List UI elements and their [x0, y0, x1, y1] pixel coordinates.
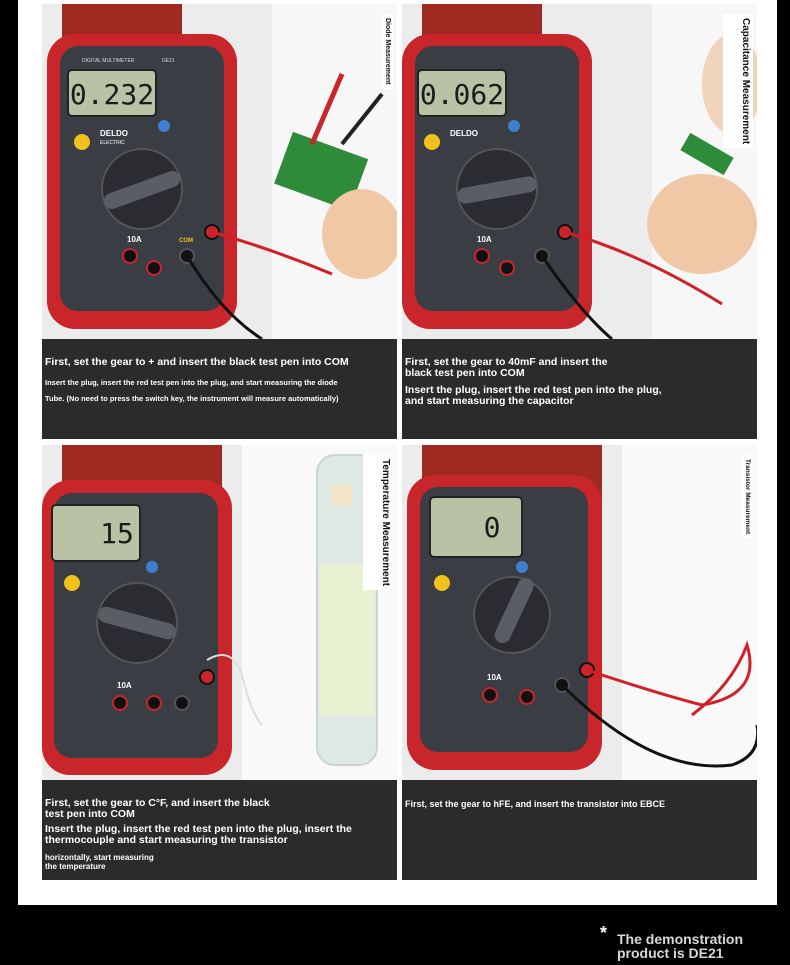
caption-note: Tube. (No need to press the switch key, … [45, 394, 339, 403]
panel-capacitance: 0.062 DELDO 10A Capacitance Measurement [402, 4, 757, 439]
meter-brand: DELDO [100, 129, 128, 138]
jack-10a-label: 10A [117, 681, 132, 690]
jack-10a [474, 248, 490, 264]
diode-photo: 0.232 DIGITAL MULTIMETER DE21 DELDO ELEC… [42, 4, 397, 339]
caption-head: First, set the gear to C°F, and insert t… [45, 797, 270, 820]
meter-brand: DELDO [450, 129, 478, 138]
footnote-text: The demonstration product is DE21 [617, 931, 744, 961]
dial-knob [457, 176, 537, 204]
caption-body: Insert the plug, insert the red test pen… [45, 378, 338, 387]
circuit-board [274, 131, 369, 211]
black-probe [340, 92, 384, 146]
black-probe-lead [185, 255, 263, 339]
panel-temperature: 15 10A Temperature Measurement First, se… [42, 445, 397, 880]
jack-10a-label: 10A [127, 235, 142, 244]
caption-temperature: First, set the gear to C°F, and insert t… [42, 780, 397, 880]
jack-10a-label: 10A [477, 235, 492, 244]
lcd-screen [67, 69, 157, 117]
bottle-cap [332, 485, 352, 505]
multimeter-illustration: 0.062 DELDO 10A [402, 4, 757, 339]
function-button [508, 120, 520, 132]
hold-button [64, 575, 80, 591]
panel-label-capacitance: Capacitance Measurement [723, 14, 753, 149]
caption-body: Insert the plug, insert the red test pen… [45, 823, 352, 846]
jack-10a [122, 248, 138, 264]
caption-transistor: First, set the gear to hFE, and insert t… [402, 780, 757, 880]
black-probe-lead [540, 255, 613, 339]
caption-capacitance: First, set the gear to 40mF and insert t… [402, 339, 757, 439]
jack-v [199, 669, 215, 685]
lcd-reading: 0 [484, 511, 501, 544]
hold-button [424, 134, 440, 150]
multimeter-illustration: 15 10A [42, 445, 397, 780]
multimeter-illustration: 0 10A [402, 445, 757, 780]
panel-transistor: 0 10A Transistor Measurement First, set … [402, 445, 757, 880]
dial-knob [103, 171, 181, 209]
caption-head: First, set the gear to 40mF and insert t… [405, 356, 608, 379]
hand [647, 174, 757, 274]
jack-10a [112, 695, 128, 711]
capacitor-board [680, 132, 734, 176]
caption-diode: First, set the gear to + and insert the … [42, 339, 397, 439]
jack-ma [146, 260, 162, 276]
jack-10a-label: 10A [487, 673, 502, 682]
lcd-reading: 15 [100, 517, 134, 550]
caption-body: Insert the plug, insert the red test pen… [405, 384, 662, 407]
function-button [158, 120, 170, 132]
hand [322, 189, 397, 279]
dial-knob [494, 577, 534, 643]
jack-com [174, 695, 190, 711]
lcd-screen [51, 504, 141, 562]
product-image-area: 0.232 DIGITAL MULTIMETER DE21 DELDO ELEC… [18, 0, 777, 905]
caption-head: First, set the gear to hFE, and insert t… [405, 799, 666, 809]
meter-model: DE21 [162, 58, 175, 64]
dial-knob [98, 606, 176, 640]
lcd-reading: 0.062 [420, 78, 504, 111]
multimeter-illustration: 0.232 DIGITAL MULTIMETER DE21 DELDO ELEC… [42, 4, 397, 339]
function-button [516, 561, 528, 573]
panel-label-temperature: Temperature Measurement [363, 455, 393, 591]
lcd-screen [429, 496, 523, 558]
panel-label-diode: Diode Measurement [382, 14, 393, 89]
caption-head: First, set the gear to + and insert the … [45, 356, 349, 368]
caption-note: horizontally, start measuring the temper… [45, 853, 154, 871]
jack-com-label: COM [179, 238, 193, 244]
transistor-photo: 0 10A Transistor Measurement [402, 445, 757, 780]
thermocouple-wire [206, 654, 263, 726]
jack-ma [519, 689, 535, 705]
red-probe-lead [211, 230, 333, 276]
panel-diode: 0.232 DIGITAL MULTIMETER DE21 DELDO ELEC… [42, 4, 397, 439]
red-probe [309, 73, 345, 145]
footnote-asterisk: * [600, 923, 608, 943]
black-probe-lead [560, 683, 757, 768]
hold-button [74, 134, 90, 150]
jack-10a [482, 687, 498, 703]
capacitance-photo: 0.062 DELDO 10A Capacitance Measurement [402, 4, 757, 339]
temperature-photo: 15 10A Temperature Measurement [42, 445, 397, 780]
lcd-screen [417, 69, 507, 117]
jack-ma [146, 695, 162, 711]
red-probe-lead [586, 640, 752, 717]
panel-label-transistor: Transistor Measurement [742, 455, 753, 539]
lcd-reading: 0.232 [70, 78, 154, 111]
jack-ma [499, 260, 515, 276]
meter-header: DIGITAL MULTIMETER [82, 58, 135, 64]
hold-button [434, 575, 450, 591]
red-probe-lead [564, 230, 723, 306]
meter-brand-sub: ELECTRIC [100, 140, 125, 146]
function-button [146, 561, 158, 573]
